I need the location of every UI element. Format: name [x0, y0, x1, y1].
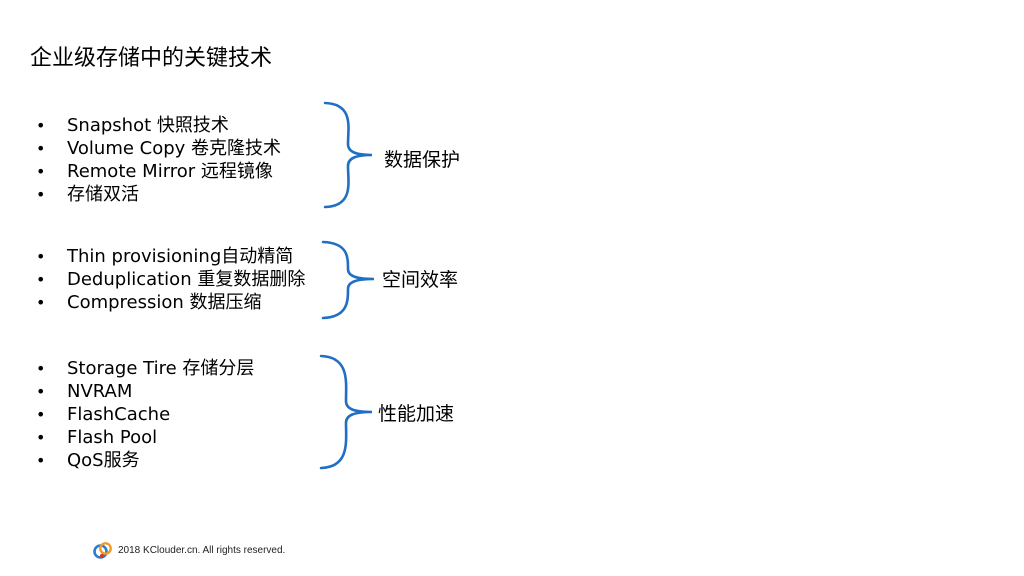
bullet-icon: •: [36, 270, 46, 289]
copyright-text: 2018 KClouder.cn. All rights reserved.: [118, 544, 286, 556]
item-list: •Storage Tire 存储分层 •NVRAM •FlashCache •F…: [36, 357, 254, 472]
bullet-icon: •: [36, 185, 46, 204]
list-item: •Compression 数据压缩: [36, 292, 262, 313]
right-brace-icon: [321, 240, 375, 320]
item-list: •Thin provisioning自动精简 •Deduplication 重复…: [36, 245, 305, 314]
group-label: 数据保护: [384, 149, 461, 171]
list-item: •Flash Pool: [36, 427, 158, 448]
list-item: •存储双活: [36, 184, 139, 205]
list-item: •QoS服务: [36, 450, 140, 471]
bullet-icon: •: [36, 428, 46, 447]
bullet-icon: •: [36, 116, 46, 135]
slide-title: 企业级存储中的关键技术: [30, 46, 273, 71]
bullet-icon: •: [36, 162, 46, 181]
bullet-icon: •: [36, 451, 46, 470]
bullet-icon: •: [36, 139, 46, 158]
list-item: •Remote Mirror 远程镜像: [36, 161, 273, 182]
list-item: •Thin provisioning自动精简: [36, 246, 294, 267]
right-brace-icon: [323, 101, 373, 209]
group-label: 空间效率: [382, 269, 459, 291]
kclouder-logo-icon: [93, 542, 112, 559]
list-item: •FlashCache: [36, 404, 171, 425]
list-item: •Snapshot 快照技术: [36, 115, 229, 136]
list-item: •Storage Tire 存储分层: [36, 358, 255, 379]
footer: 2018 KClouder.cn. All rights reserved.: [92, 538, 285, 562]
list-item: •Volume Copy 卷克隆技术: [36, 138, 282, 159]
group-label: 性能加速: [378, 403, 455, 425]
bullet-icon: •: [36, 293, 46, 312]
bullet-icon: •: [36, 382, 46, 401]
list-item: •NVRAM: [36, 381, 133, 402]
list-item: •Deduplication 重复数据删除: [36, 269, 306, 290]
bullet-icon: •: [36, 359, 46, 378]
right-brace-icon: [319, 354, 373, 470]
bullet-icon: •: [36, 405, 46, 424]
bullet-icon: •: [36, 247, 46, 266]
item-list: •Snapshot 快照技术 •Volume Copy 卷克隆技术 •Remot…: [36, 114, 281, 206]
